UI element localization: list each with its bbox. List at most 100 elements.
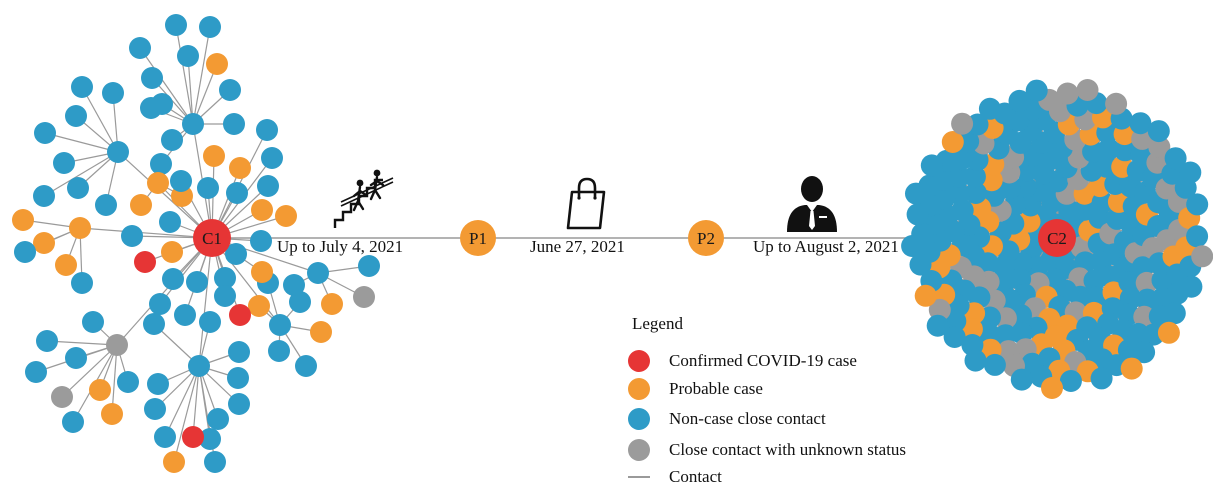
contact-node[interactable] [199, 16, 221, 38]
secondary-hub-node[interactable] [147, 172, 169, 194]
contact-node[interactable] [1057, 83, 1079, 105]
contact-node[interactable] [33, 185, 55, 207]
contact-node[interactable] [140, 97, 162, 119]
contact-node[interactable] [358, 255, 380, 277]
contact-node[interactable] [251, 199, 273, 221]
contact-node[interactable] [1191, 245, 1213, 267]
contact-node[interactable] [353, 286, 375, 308]
contact-node[interactable] [149, 293, 171, 315]
secondary-hub-node[interactable] [69, 217, 91, 239]
secondary-hub-node[interactable] [188, 355, 210, 377]
contact-node[interactable] [174, 304, 196, 326]
contact-node[interactable] [12, 209, 34, 231]
contact-node[interactable] [229, 157, 251, 179]
node-c2[interactable]: C2 [1038, 219, 1076, 257]
contact-node[interactable] [979, 98, 1001, 120]
contact-node[interactable] [117, 371, 139, 393]
contact-node[interactable] [143, 313, 165, 335]
contact-node[interactable] [901, 235, 923, 257]
contact-node[interactable] [219, 79, 241, 101]
contact-node[interactable] [161, 241, 183, 263]
contact-node[interactable] [214, 285, 236, 307]
contact-node[interactable] [275, 205, 297, 227]
contact-node[interactable] [283, 274, 305, 296]
contact-node[interactable] [36, 330, 58, 352]
contact-node[interactable] [204, 451, 226, 473]
contact-node[interactable] [256, 119, 278, 141]
contact-node[interactable] [51, 386, 73, 408]
contact-node[interactable] [71, 76, 93, 98]
contact-node[interactable] [905, 183, 927, 205]
secondary-hub-node[interactable] [269, 314, 291, 336]
contact-node[interactable] [101, 403, 123, 425]
contact-node[interactable] [102, 82, 124, 104]
contact-node[interactable] [226, 182, 248, 204]
contact-node[interactable] [268, 340, 290, 362]
contact-node[interactable] [65, 105, 87, 127]
contact-node[interactable] [1091, 367, 1113, 389]
contact-node[interactable] [1077, 79, 1099, 101]
node-p1[interactable]: P1 [460, 220, 496, 256]
contact-node[interactable] [227, 367, 249, 389]
contact-node[interactable] [1186, 193, 1208, 215]
contact-node[interactable] [1060, 370, 1082, 392]
contact-node[interactable] [53, 152, 75, 174]
contact-node[interactable] [1148, 120, 1170, 142]
contact-node[interactable] [310, 321, 332, 343]
secondary-hub-node[interactable] [106, 334, 128, 356]
contact-node[interactable] [130, 194, 152, 216]
contact-node[interactable] [14, 241, 36, 263]
contact-node[interactable] [162, 268, 184, 290]
contact-node[interactable] [159, 211, 181, 233]
node-p2[interactable]: P2 [688, 220, 724, 256]
contact-node[interactable] [1121, 358, 1143, 380]
contact-node[interactable] [257, 175, 279, 197]
contact-node[interactable] [62, 411, 84, 433]
contact-node[interactable] [82, 311, 104, 333]
contact-node[interactable] [223, 113, 245, 135]
contact-node[interactable] [197, 177, 219, 199]
contact-node[interactable] [186, 271, 208, 293]
contact-node[interactable] [248, 295, 270, 317]
contact-node[interactable] [321, 293, 343, 315]
contact-node[interactable] [295, 355, 317, 377]
contact-node[interactable] [1026, 80, 1048, 102]
contact-node[interactable] [1180, 276, 1202, 298]
contact-node[interactable] [89, 379, 111, 401]
contact-node[interactable] [134, 251, 156, 273]
contact-node[interactable] [907, 203, 929, 225]
contact-node[interactable] [170, 170, 192, 192]
contact-node[interactable] [95, 194, 117, 216]
secondary-hub-node[interactable] [107, 141, 129, 163]
contact-node[interactable] [154, 426, 176, 448]
contact-node[interactable] [121, 225, 143, 247]
contact-node[interactable] [65, 347, 87, 369]
contact-node[interactable] [55, 254, 77, 276]
contact-node[interactable] [144, 398, 166, 420]
contact-node[interactable] [141, 67, 163, 89]
contact-node[interactable] [1158, 322, 1180, 344]
contact-node[interactable] [147, 373, 169, 395]
contact-node[interactable] [228, 393, 250, 415]
contact-node[interactable] [165, 14, 187, 36]
contact-node[interactable] [33, 232, 55, 254]
contact-node[interactable] [203, 145, 225, 167]
contact-node[interactable] [25, 361, 47, 383]
contact-node[interactable] [150, 153, 172, 175]
contact-node[interactable] [199, 311, 221, 333]
secondary-hub-node[interactable] [182, 113, 204, 135]
contact-node[interactable] [1186, 225, 1208, 247]
contact-node[interactable] [206, 53, 228, 75]
contact-node[interactable] [71, 272, 93, 294]
contact-node[interactable] [67, 177, 89, 199]
contact-node[interactable] [129, 37, 151, 59]
contact-node[interactable] [261, 147, 283, 169]
contact-node[interactable] [921, 154, 943, 176]
contact-node[interactable] [207, 408, 229, 430]
contact-node[interactable] [182, 426, 204, 448]
contact-node[interactable] [915, 285, 937, 307]
contact-node[interactable] [163, 451, 185, 473]
contact-node[interactable] [161, 129, 183, 151]
contact-node[interactable] [177, 45, 199, 67]
contact-node[interactable] [228, 341, 250, 363]
